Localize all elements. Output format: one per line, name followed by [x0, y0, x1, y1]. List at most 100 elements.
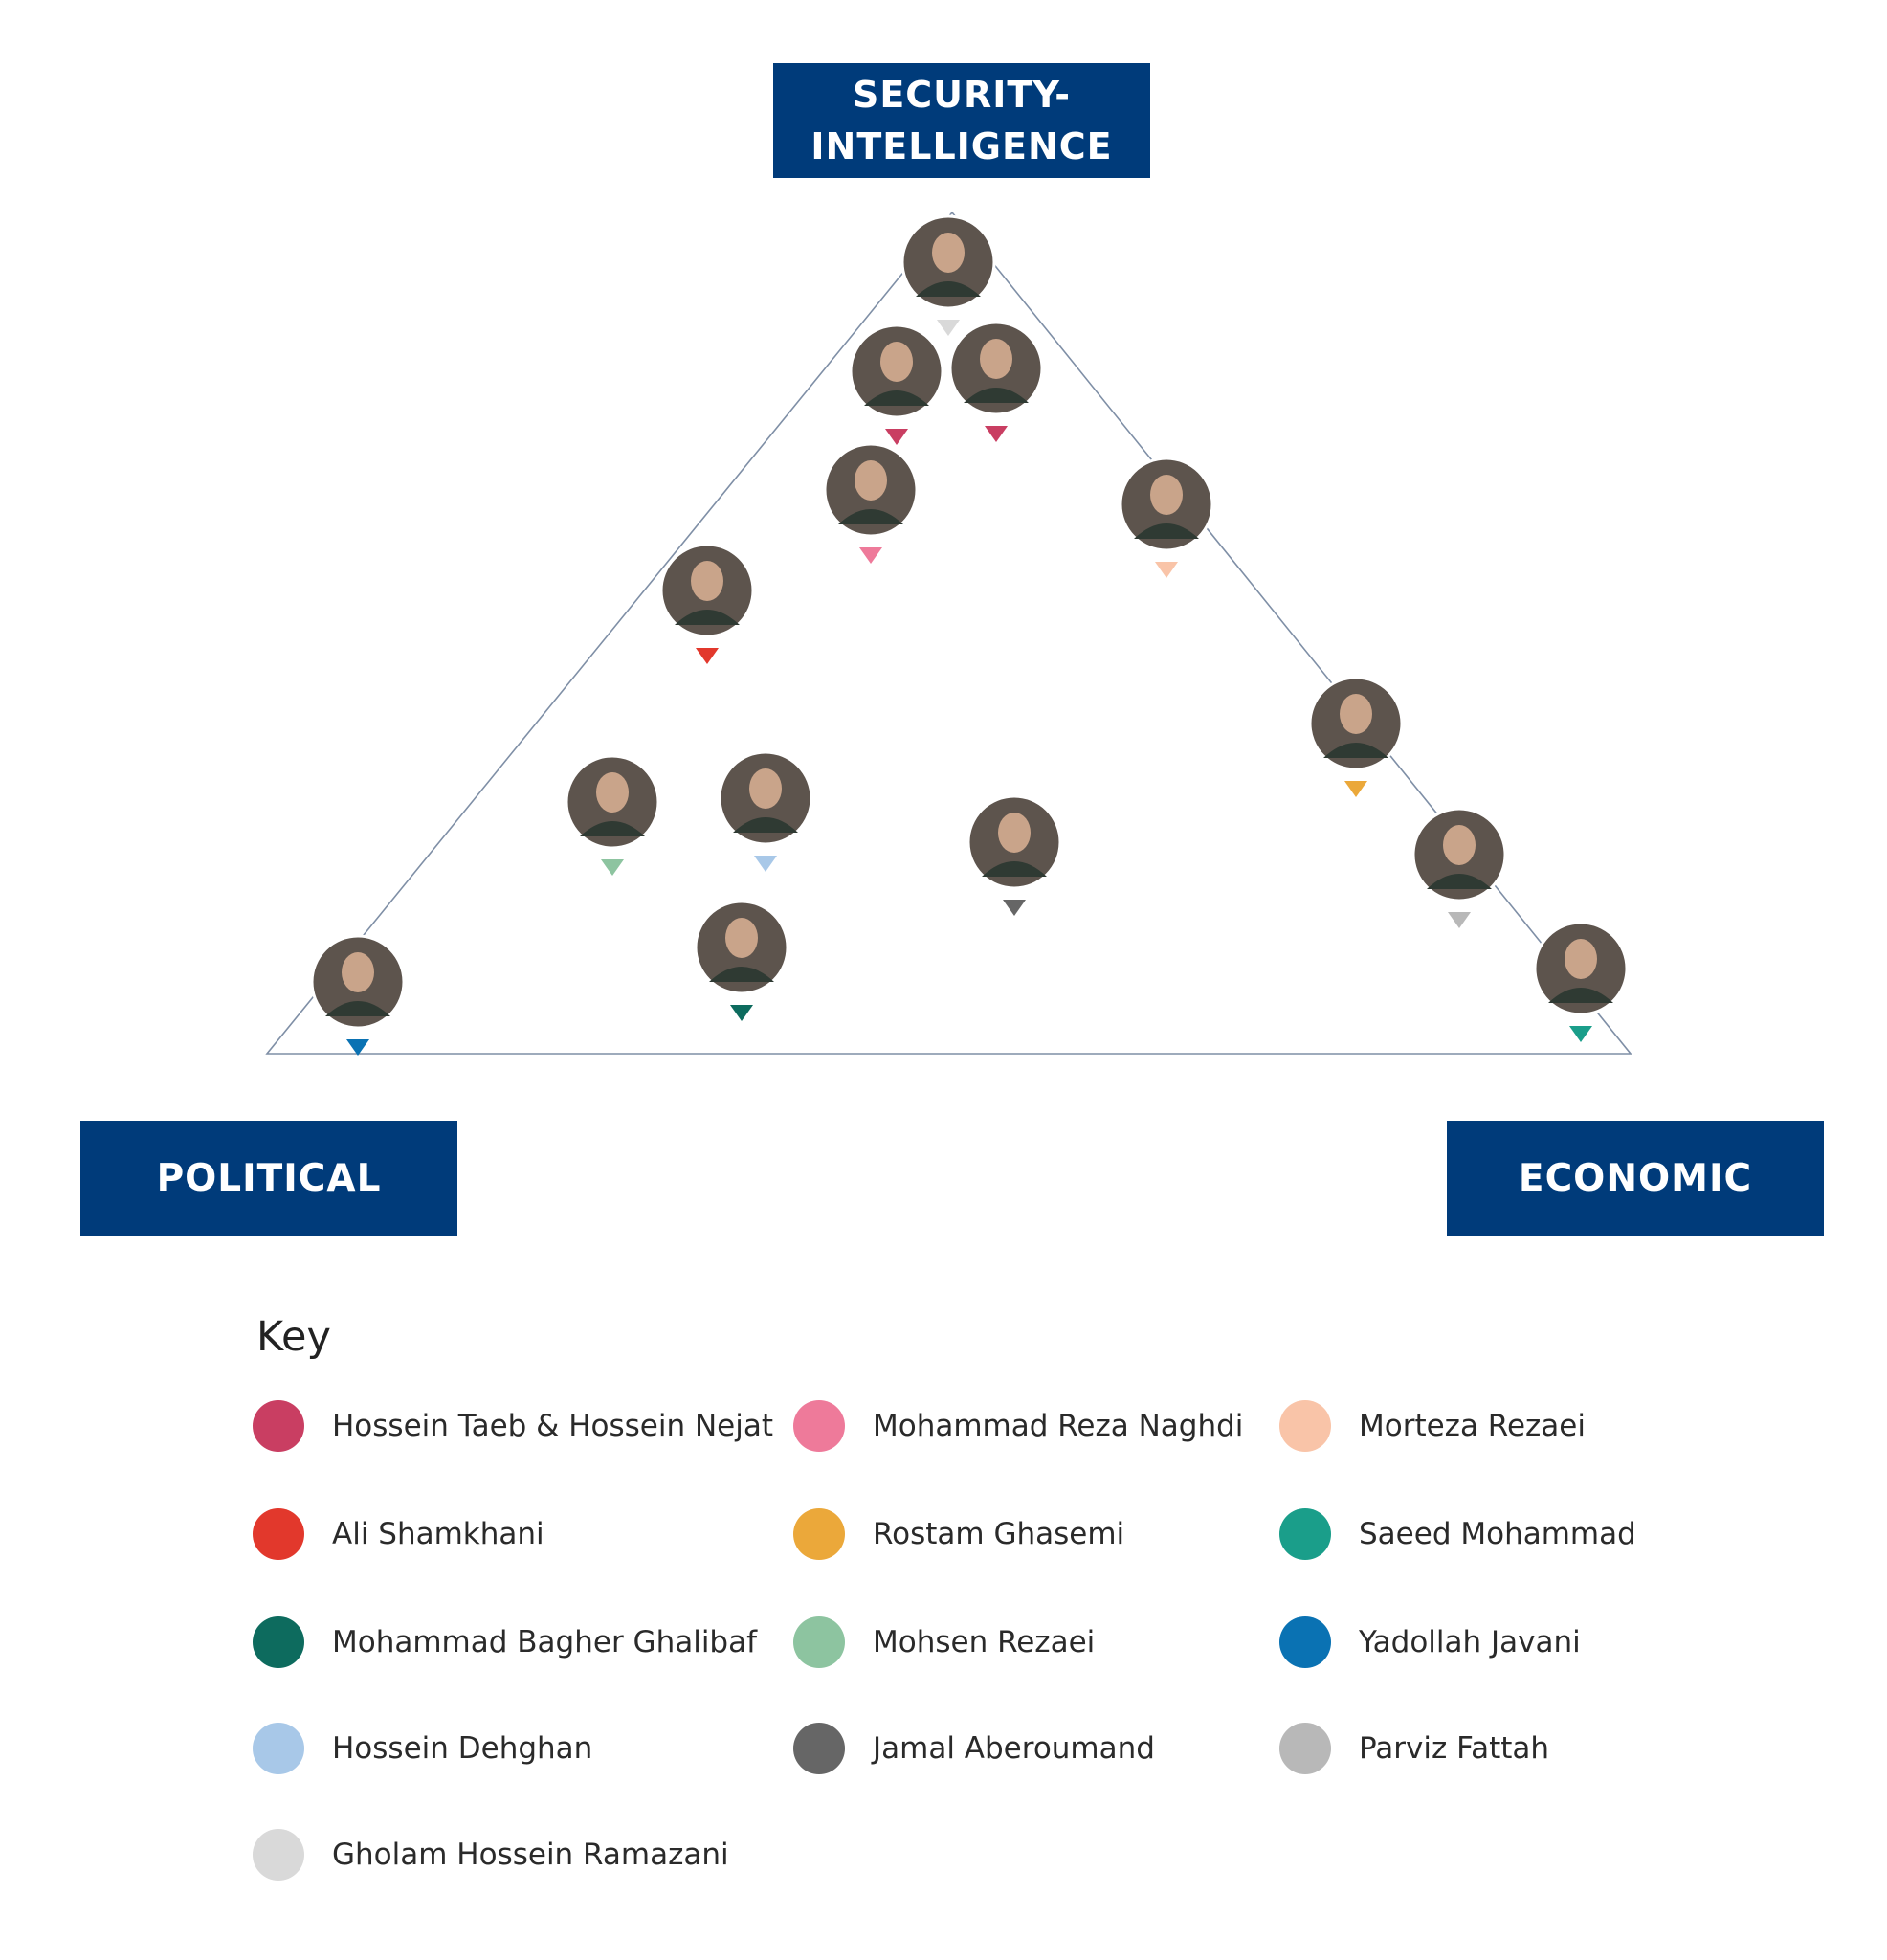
legend-item: Parviz Fattah — [1279, 1723, 1549, 1774]
node-ali-shamkhani — [659, 543, 755, 664]
marker-triangle-hossein-taeb — [885, 429, 908, 445]
shoulders-shape — [916, 281, 981, 297]
legend-label: Yadollah Javani — [1359, 1625, 1581, 1659]
shoulders-shape — [838, 509, 903, 524]
marker-triangle-saeed-mohammad — [1569, 1026, 1592, 1042]
legend-item: Jamal Aberoumand — [793, 1723, 1155, 1774]
legend-item: Mohsen Rezaei — [793, 1616, 1095, 1668]
node-hossein-dehghan — [718, 750, 813, 872]
node-hossein-nejat — [948, 321, 1044, 442]
legend-label: Mohammad Reza Naghdi — [873, 1409, 1244, 1443]
node-gholam-hossein-ramazani — [900, 214, 996, 336]
node-saeed-mohammad — [1533, 921, 1629, 1042]
legend-item: Ali Shamkhani — [253, 1508, 544, 1560]
legend-label: Ali Shamkhani — [332, 1517, 544, 1551]
node-morteza-rezaei — [1119, 457, 1214, 578]
marker-triangle-gholam-hossein-ramazani — [937, 320, 960, 336]
legend-swatch — [253, 1829, 304, 1881]
marker-triangle-yadollah-javani — [346, 1039, 369, 1056]
shoulders-shape — [709, 967, 774, 982]
marker-triangle-rostam-ghasemi — [1344, 781, 1367, 797]
face-shape — [725, 918, 758, 958]
face-shape — [342, 952, 374, 992]
legend-swatch — [1279, 1616, 1331, 1668]
legend-swatch — [253, 1723, 304, 1774]
shoulders-shape — [325, 1001, 390, 1016]
shoulders-shape — [982, 861, 1047, 877]
legend-label: Saeed Mohammad — [1359, 1517, 1636, 1551]
face-shape — [1340, 694, 1372, 734]
shoulders-shape — [1427, 874, 1492, 889]
face-shape — [998, 813, 1031, 853]
legend-swatch — [253, 1508, 304, 1560]
corner-label-political: POLITICAL — [80, 1121, 457, 1236]
person-nodes — [310, 214, 1629, 1056]
legend-item: Saeed Mohammad — [1279, 1508, 1636, 1560]
node-mohammad-bagher-ghalibaf — [694, 900, 789, 1021]
triangle-outline — [265, 211, 1632, 1055]
legend-swatch — [253, 1400, 304, 1452]
legend-swatch — [793, 1616, 845, 1668]
marker-triangle-parviz-fattah — [1448, 912, 1471, 928]
corner-label-security-intelligence: SECURITY- INTELLIGENCE — [773, 63, 1150, 178]
face-shape — [691, 561, 723, 601]
marker-triangle-morteza-rezaei — [1155, 562, 1178, 578]
legend-item: Hossein Taeb & Hossein Nejat — [253, 1400, 773, 1452]
key-title: Key — [256, 1313, 331, 1361]
legend-item: Gholam Hossein Ramazani — [253, 1829, 729, 1881]
shoulders-shape — [864, 390, 929, 406]
shoulders-shape — [580, 821, 645, 836]
legend-item: Morteza Rezaei — [1279, 1400, 1586, 1452]
marker-triangle-hossein-nejat — [985, 426, 1008, 442]
face-shape — [1150, 475, 1183, 515]
marker-triangle-mohammad-bagher-ghalibaf — [730, 1005, 753, 1021]
node-hossein-taeb — [849, 323, 944, 445]
legend-label: Morteza Rezaei — [1359, 1409, 1586, 1443]
legend-swatch — [793, 1400, 845, 1452]
node-mohammad-reza-naghdi — [823, 442, 919, 564]
marker-triangle-jamal-aberoumand — [1003, 900, 1026, 916]
marker-triangle-ali-shamkhani — [696, 648, 719, 664]
legend-label: Hossein Taeb & Hossein Nejat — [332, 1409, 773, 1443]
legend-swatch — [253, 1616, 304, 1668]
face-shape — [980, 339, 1012, 379]
shoulders-shape — [1323, 743, 1388, 758]
legend-label: Hossein Dehghan — [332, 1731, 593, 1766]
legend-label: Mohammad Bagher Ghalibaf — [332, 1625, 758, 1659]
legend-item: Hossein Dehghan — [253, 1723, 592, 1774]
marker-triangle-mohammad-reza-naghdi — [859, 547, 882, 564]
legend-item: Rostam Ghasemi — [793, 1508, 1124, 1560]
legend-label: Rostam Ghasemi — [873, 1517, 1125, 1551]
legend-label: Gholam Hossein Ramazani — [332, 1838, 729, 1872]
legend-label: Parviz Fattah — [1359, 1731, 1550, 1766]
node-mohsen-rezaei — [565, 754, 660, 876]
legend-item: Mohammad Reza Naghdi — [793, 1400, 1243, 1452]
shoulders-shape — [964, 388, 1029, 403]
marker-triangle-hossein-dehghan — [754, 856, 777, 872]
face-shape — [749, 768, 782, 809]
face-shape — [1565, 939, 1597, 979]
legend-item: Yadollah Javani — [1279, 1616, 1581, 1668]
marker-triangle-mohsen-rezaei — [601, 859, 624, 876]
shoulders-shape — [1548, 988, 1613, 1003]
node-rostam-ghasemi — [1308, 676, 1404, 797]
legend-swatch — [793, 1723, 845, 1774]
face-shape — [932, 233, 965, 273]
shoulders-shape — [733, 817, 798, 833]
shoulders-shape — [675, 610, 740, 625]
legend-item: Mohammad Bagher Ghalibaf — [253, 1616, 757, 1668]
legend-swatch — [1279, 1723, 1331, 1774]
legend-label: Jamal Aberoumand — [873, 1731, 1155, 1766]
legend-swatch — [1279, 1508, 1331, 1560]
shoulders-shape — [1134, 523, 1199, 539]
face-shape — [855, 460, 887, 501]
face-shape — [1443, 825, 1476, 865]
face-shape — [596, 772, 629, 813]
node-jamal-aberoumand — [966, 794, 1062, 916]
face-shape — [880, 342, 913, 382]
node-yadollah-javani — [310, 934, 406, 1056]
legend-label: Mohsen Rezaei — [873, 1625, 1096, 1659]
node-parviz-fattah — [1411, 807, 1507, 928]
corner-label-economic: ECONOMIC — [1447, 1121, 1824, 1236]
